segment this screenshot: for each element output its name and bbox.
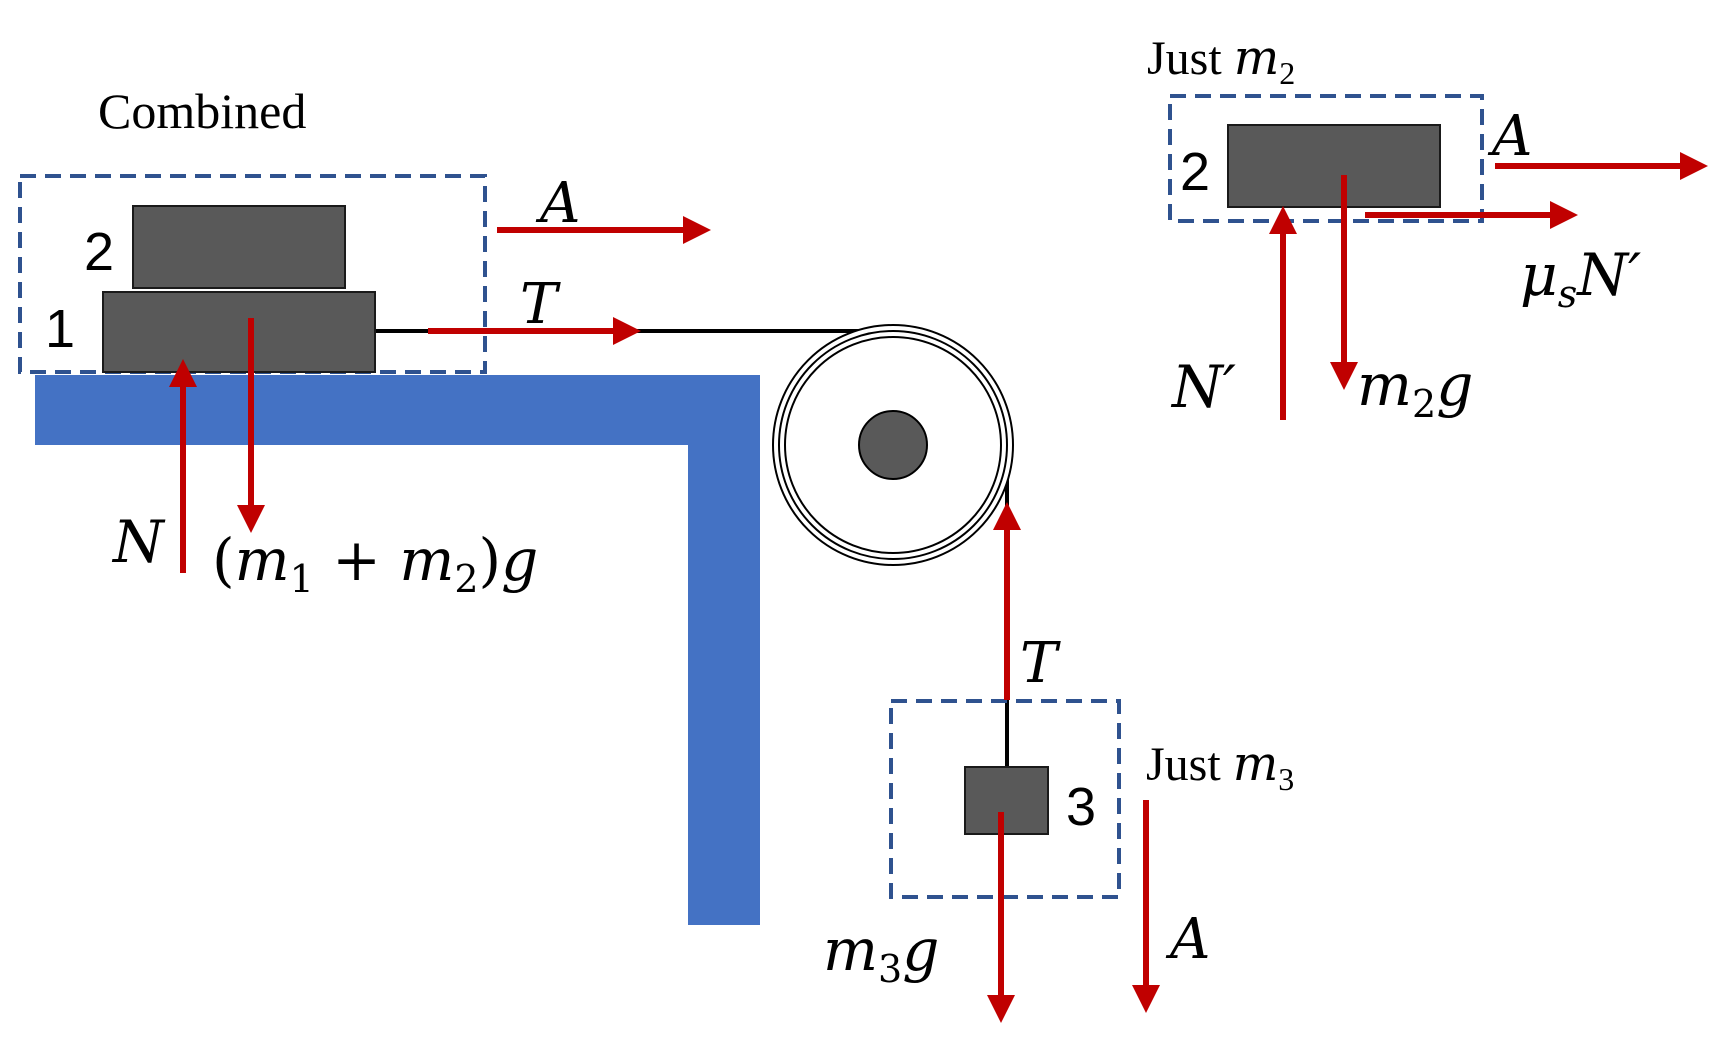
- force-m3g-label: m3g: [823, 916, 939, 991]
- just-m3-label: Just m3: [1146, 736, 1294, 797]
- force-m2g-arrow: [1330, 175, 1358, 390]
- force-A-combined-label: A: [535, 171, 580, 236]
- force-N-arrow: [169, 359, 197, 573]
- just-m2-label: Just m2: [1147, 30, 1295, 91]
- force-N-prime-label: N′: [1170, 353, 1236, 421]
- force-T-horizontal-label: T: [520, 272, 561, 337]
- block-1: [102, 291, 376, 373]
- force-weight-combined-arrow: [237, 318, 265, 533]
- force-m2g-label: m2g: [1357, 351, 1473, 426]
- combined-dashed-box: [18, 174, 487, 374]
- force-A-combined-arrow: [497, 216, 711, 244]
- just-m2-dashed-box: [1168, 94, 1484, 223]
- force-friction-m2-label: μsN′: [1520, 241, 1641, 316]
- block-2-combined: [132, 205, 346, 289]
- pulley-axle: [858, 410, 928, 480]
- force-A-m2-label: A: [1487, 104, 1532, 169]
- force-T-vertical-label: T: [1020, 631, 1061, 696]
- force-A-m2-arrow: [1495, 152, 1708, 180]
- block-2-combined-label: 2: [84, 222, 114, 282]
- force-friction-m2-arrow: [1365, 201, 1578, 229]
- combined-label: Combined: [98, 83, 306, 139]
- just-m3-dashed-box: [889, 699, 1121, 899]
- table: [35, 375, 760, 925]
- force-A-m3-arrow: [1132, 800, 1160, 1013]
- force-weight-combined-label: (m1 + m2)g: [212, 526, 538, 601]
- force-A-m3-label: A: [1165, 907, 1210, 972]
- force-T-vertical-arrow: [993, 502, 1021, 700]
- force-N-prime-arrow: [1269, 206, 1297, 420]
- block-3: [964, 766, 1049, 835]
- block-2-isolated-label: 2: [1180, 142, 1210, 202]
- pulley: [772, 324, 1014, 566]
- block-3-label: 3: [1066, 777, 1096, 837]
- force-m3g-arrow: [987, 812, 1015, 1023]
- force-N-label: N: [111, 508, 166, 576]
- block-1-label: 1: [45, 299, 75, 359]
- block-2-isolated: [1227, 124, 1441, 208]
- force-T-horizontal-arrow: [428, 317, 641, 345]
